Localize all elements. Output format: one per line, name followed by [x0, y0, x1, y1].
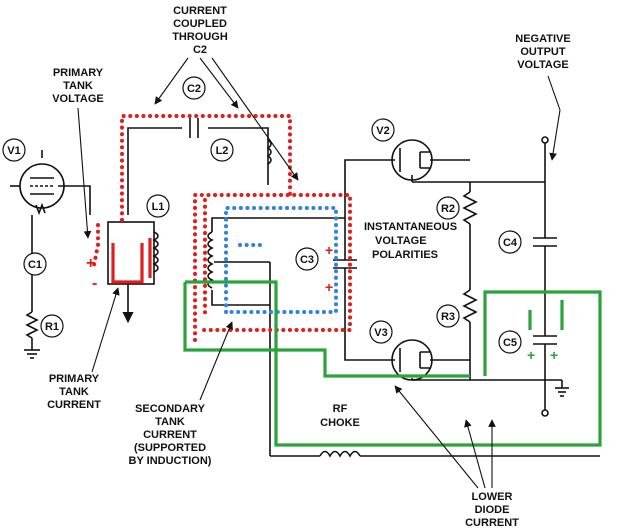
svg-text:R1: R1	[45, 321, 59, 333]
polarity-marks: + - + + + +	[86, 242, 558, 363]
svg-text:POLARITIES: POLARITIES	[372, 249, 438, 261]
svg-text:LOWER: LOWER	[472, 491, 513, 503]
svg-text:C1: C1	[28, 259, 42, 271]
svg-text:V1: V1	[7, 145, 20, 157]
svg-text:C2: C2	[193, 44, 207, 56]
lower-diode-current-path	[183, 280, 602, 447]
svg-text:PRIMARY: PRIMARY	[49, 373, 100, 385]
svg-text:DIODE: DIODE	[475, 504, 510, 516]
label-v2: V2	[371, 118, 395, 142]
primary-current-path	[92, 114, 352, 342]
annotation-negative-output: NEGATIVE OUTPUT VOLTAGE	[515, 33, 571, 161]
tube-v1	[10, 163, 65, 216]
annotation-primary-tank-voltage: PRIMARY TANK VOLTAGE	[52, 67, 104, 239]
annotation-instantaneous: INSTANTANEOUS VOLTAGE POLARITIES	[364, 221, 457, 261]
svg-text:COUPLED: COUPLED	[173, 18, 227, 30]
svg-text:CURRENT: CURRENT	[47, 399, 101, 411]
label-c2: C2	[182, 76, 206, 100]
svg-text:VOLTAGE: VOLTAGE	[52, 93, 104, 105]
svg-text:C3: C3	[300, 254, 314, 266]
svg-text:C4: C4	[503, 237, 518, 249]
annotation-current-coupled: CURRENT COUPLED THROUGH C2	[154, 5, 299, 181]
svg-text:RF: RF	[333, 403, 348, 415]
label-l1: L1	[146, 194, 170, 218]
svg-text:TANK: TANK	[59, 386, 89, 398]
svg-text:PRIMARY: PRIMARY	[53, 67, 104, 79]
svg-text:THROUGH: THROUGH	[172, 31, 228, 43]
svg-text:VOLTAGE: VOLTAGE	[375, 235, 427, 247]
svg-text:CHOKE: CHOKE	[320, 417, 360, 429]
svg-text:CURRENT: CURRENT	[173, 5, 227, 17]
label-v3: V3	[369, 320, 393, 344]
label-l2: L2	[210, 138, 234, 162]
label-c5: C5	[498, 330, 522, 354]
svg-text:C5: C5	[503, 337, 517, 349]
svg-text:-: -	[92, 275, 97, 292]
svg-text:OUTPUT: OUTPUT	[520, 46, 566, 58]
svg-text:+: +	[325, 242, 333, 258]
label-r2: R2	[436, 196, 460, 220]
svg-text:+: +	[550, 347, 558, 363]
svg-text:NEGATIVE: NEGATIVE	[515, 33, 570, 45]
svg-text:L1: L1	[152, 201, 165, 213]
annotation-rf-choke: RF CHOKE	[320, 403, 360, 429]
svg-text:BY INDUCTION): BY INDUCTION)	[129, 455, 212, 467]
svg-text:CURRENT: CURRENT	[143, 429, 197, 441]
tube-v2	[391, 139, 433, 181]
svg-text:TANK: TANK	[63, 80, 93, 92]
label-v1: V1	[2, 138, 26, 162]
label-c3: C3	[295, 247, 319, 271]
label-r1: R1	[40, 314, 64, 338]
label-r3: R3	[436, 304, 460, 328]
annotation-primary-tank-current: PRIMARY TANK CURRENT	[47, 287, 120, 411]
svg-text:+: +	[325, 279, 333, 295]
svg-text:+: +	[527, 347, 535, 363]
secondary-current-path	[224, 206, 338, 314]
svg-text:C2: C2	[187, 83, 201, 95]
circuit-wiring	[24, 118, 600, 458]
svg-text:INSTANTANEOUS: INSTANTANEOUS	[364, 221, 457, 233]
svg-text:R3: R3	[441, 311, 455, 323]
svg-text:(SUPPORTED: (SUPPORTED	[134, 442, 206, 454]
svg-text:VOLTAGE: VOLTAGE	[517, 59, 569, 71]
label-c4: C4	[498, 230, 522, 254]
annotation-secondary-tank-current: SECONDARY TANK CURRENT (SUPPORTED BY IND…	[129, 321, 233, 467]
label-c1: C1	[23, 252, 47, 276]
svg-text:R2: R2	[441, 203, 455, 215]
component-labels: V1 C1 R1 C2 L1 L2 C3 V2 V3 R2 R3 C4 C5	[2, 76, 522, 354]
svg-text:CURRENT: CURRENT	[465, 517, 519, 529]
svg-text:L2: L2	[216, 145, 229, 157]
svg-text:V2: V2	[376, 125, 389, 137]
svg-text:SECONDARY: SECONDARY	[135, 403, 206, 415]
tube-v3	[391, 339, 433, 381]
svg-text:TANK: TANK	[155, 416, 185, 428]
annotation-lower-diode-current: LOWER DIODE CURRENT	[394, 385, 519, 529]
svg-text:V3: V3	[374, 327, 387, 339]
svg-text:+: +	[86, 255, 95, 272]
